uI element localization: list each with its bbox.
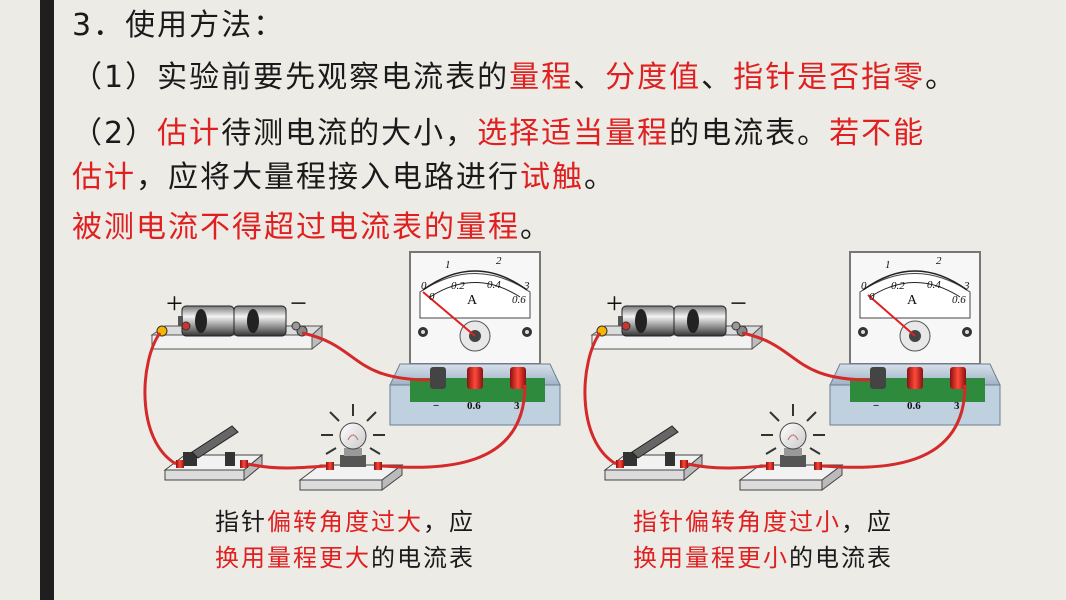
rule-red: 被测电流不得超过电流表的量程: [72, 210, 520, 245]
step2-mid1: 待测电流的大小，: [221, 116, 478, 151]
step1-sep2: 、: [701, 60, 734, 95]
circuit-left: [143, 250, 562, 492]
scale-right-3: 3: [963, 280, 970, 292]
scale-left-0: 0: [421, 280, 427, 292]
step2-line1: （2）估计待测电流的大小，选择适当量程的电流表。若不能: [72, 114, 925, 154]
caption-right-line2: 换用量程更小的电流表: [633, 542, 893, 574]
needle-right: [867, 294, 916, 337]
step2-line2: 估计，应将大量程接入电路进行试触。: [72, 158, 616, 198]
scale-left-6: 0.4: [487, 279, 501, 291]
terminal-left-minus: −: [433, 400, 439, 412]
caption-right-line1: 指针偏转角度过小，应: [633, 506, 893, 538]
caption-left-line2: 换用量程更大的电流表: [215, 542, 475, 574]
caption-right-end2: 的电流表: [789, 544, 893, 572]
step2-if-not: 若不能: [829, 116, 926, 151]
caption-right-change: 换用量程更小: [633, 544, 789, 572]
step2-prefix: （2）: [72, 116, 158, 151]
left-accent-bar: [40, 0, 54, 600]
step1-sep1: 、: [573, 60, 606, 95]
terminal-right-minus: −: [873, 400, 879, 412]
minus-left: −: [290, 287, 307, 320]
scale-left-7: 0.6: [512, 294, 526, 306]
step1-division: 分度值: [605, 60, 702, 95]
step1-zero: 指针是否指零: [733, 60, 926, 95]
scale-right-6: 0.4: [927, 279, 941, 291]
scale-left-1: 1: [445, 259, 451, 271]
scale-left-3: 3: [523, 280, 530, 292]
caption-right-deflect: 指针偏转角度过小: [633, 508, 841, 536]
step1-end: 。: [925, 60, 958, 95]
step2-trial: 试触: [520, 160, 584, 195]
circuit-right: [583, 250, 1002, 492]
caption-left-line1: 指针偏转角度过大，应: [215, 506, 475, 538]
scale-right-7: 0.6: [952, 294, 966, 306]
caption-right-end1: ，应: [841, 508, 893, 536]
needle-left: [422, 291, 476, 337]
step2-mid3: ，应将大量程接入电路进行: [136, 160, 520, 195]
scale-right-2: 2: [936, 255, 942, 267]
step2-estimate2: 估计: [72, 160, 136, 195]
step1-range: 量程: [509, 60, 574, 95]
step2-mid2: 的电流表。: [669, 116, 830, 151]
step2-choose: 选择适当量程: [477, 116, 670, 151]
terminal-right-3: 3: [954, 400, 960, 412]
plus-left: +: [166, 287, 183, 320]
rule-end: 。: [520, 210, 552, 245]
step2-end: 。: [584, 160, 616, 195]
rule-text: 被测电流不得超过电流表的量程。: [72, 208, 552, 248]
scale-left-2: 2: [496, 255, 502, 267]
terminal-left-06: 0.6: [467, 400, 481, 412]
terminal-left-3: 3: [514, 400, 520, 412]
caption-left-end2: 的电流表: [371, 544, 475, 572]
terminal-right-06: 0.6: [907, 400, 921, 412]
plus-right: +: [606, 287, 623, 320]
heading: 3．使用方法：: [72, 8, 286, 43]
caption-left-change: 换用量程更大: [215, 544, 371, 572]
unit-left: A: [467, 293, 478, 308]
caption-left-pointer: 指针: [215, 508, 267, 536]
step1-prefix: （1）实验前要先观察电流表的: [72, 60, 510, 95]
step2-estimate: 估计: [157, 116, 222, 151]
scale-left-5: 0.2: [451, 280, 465, 292]
scale-right-1: 1: [885, 259, 891, 271]
scale-right-5: 0.2: [891, 280, 905, 292]
scale-left-4: 0: [429, 291, 435, 303]
caption-left-end1: ，应: [423, 508, 475, 536]
scale-right-0: 0: [861, 280, 867, 292]
unit-right: A: [907, 293, 918, 308]
step1-text: （1）实验前要先观察电流表的量程、分度值、指针是否指零。: [72, 58, 957, 98]
scale-right-4: 0: [869, 291, 875, 303]
minus-right: −: [730, 287, 747, 320]
caption-left-deflect: 偏转角度过大: [267, 508, 423, 536]
